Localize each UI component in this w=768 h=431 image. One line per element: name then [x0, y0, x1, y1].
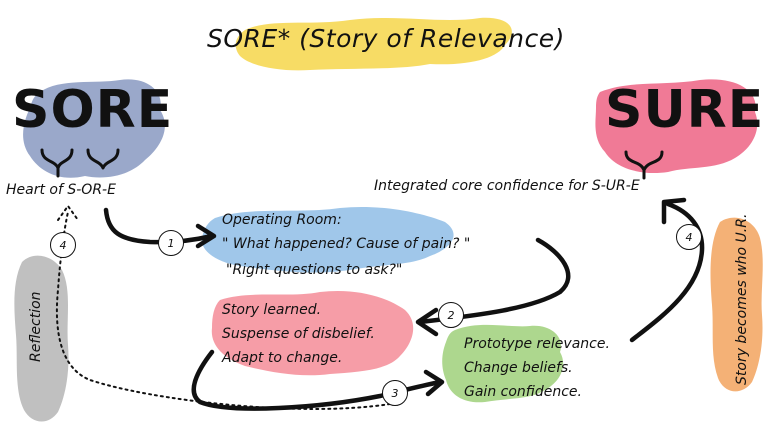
sure-brace: [624, 150, 664, 180]
step-reflection-badge: 4: [50, 232, 76, 258]
prototype-line-1: Prototype relevance.: [464, 336, 610, 352]
integrated-label: Integrated core confidence for S-UR-E: [374, 178, 640, 194]
arrow-head-1: [195, 223, 217, 249]
heart-label: Heart of S-OR-E: [6, 182, 116, 198]
operating-room-line-2: " What happened? Cause of pain? ": [222, 236, 471, 252]
title-splash: [235, 17, 512, 71]
story-becomes-splash: [710, 217, 763, 392]
step-3-badge: 3: [382, 380, 408, 406]
story-learned-line-3: Adapt to change.: [222, 350, 343, 366]
arrow-head-4: [661, 197, 687, 225]
reflection-label: Reflection: [28, 291, 44, 362]
step-4-badge: 4: [676, 224, 702, 250]
arrow-step-1: [103, 207, 215, 245]
page-title: SORE* (Story of Relevance): [207, 24, 565, 53]
arrow-head-2: [415, 307, 439, 337]
step-2-badge: 2: [438, 302, 464, 328]
sore-splash: [23, 79, 165, 178]
arrow-step-4: [629, 201, 705, 343]
operating-room-line-3: "Right questions to ask?": [226, 262, 403, 278]
arrow-head-3: [423, 369, 445, 397]
operating-room-line-1: Operating Room:: [222, 212, 342, 228]
story-becomes-label: Story becomes who U.R.: [734, 213, 750, 385]
reflection-dotted-path: [55, 211, 391, 410]
prototype-splash: [442, 324, 564, 403]
sure-heading: SURE: [605, 80, 765, 140]
story-learned-splash: [211, 290, 414, 376]
sure-splash: [595, 79, 758, 174]
sore-brace-right: [86, 148, 120, 170]
prototype-line-3: Gain confidence.: [464, 384, 582, 400]
sore-heading: SORE: [12, 80, 174, 140]
step-1-badge: 1: [158, 230, 184, 256]
operating-room-splash: [201, 206, 454, 273]
story-learned-line-1: Story learned.: [222, 302, 322, 318]
story-learned-line-2: Suspense of disbelief.: [222, 326, 375, 342]
prototype-line-2: Change beliefs.: [464, 360, 573, 376]
reflection-dotted-head: [57, 205, 79, 221]
sore-brace: [40, 148, 74, 178]
reflection-splash: [14, 255, 69, 422]
